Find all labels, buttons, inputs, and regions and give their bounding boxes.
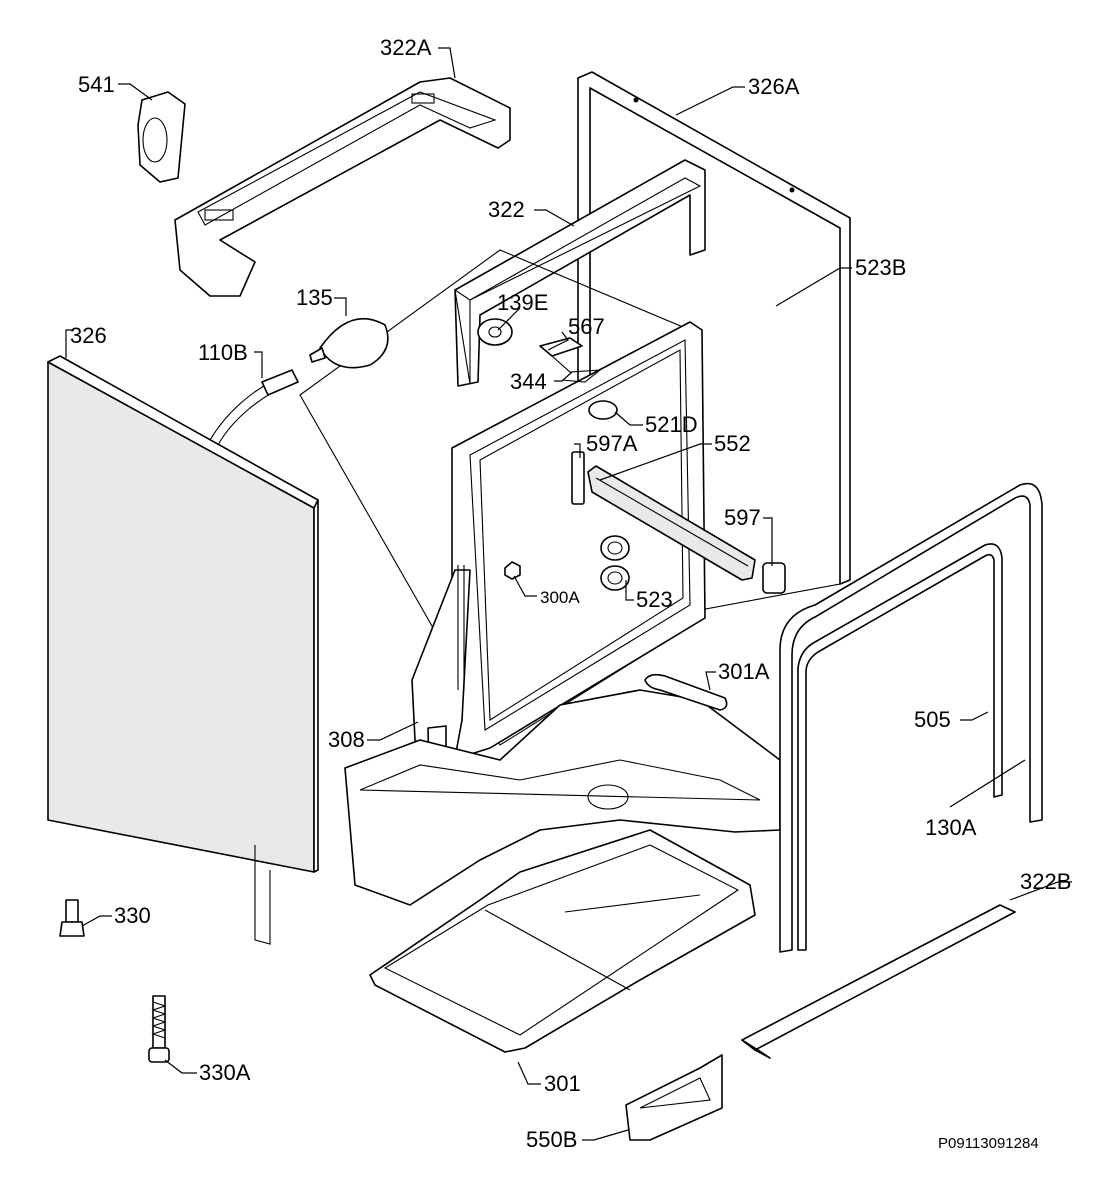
screw-330 [59,899,85,937]
callout-326a: 326A [748,74,800,99]
callout-541: 541 [78,72,115,97]
cover-550b [625,1054,723,1141]
callout-130a: 130A [925,815,977,840]
callout-521d: 521D [645,412,698,437]
callout-301: 301 [544,1071,581,1096]
impeller-139e [477,318,513,346]
callout-550b: 550B [526,1127,577,1152]
bracket-301a [644,673,728,711]
callout-labels: 541 322A 326A 322 523B 135 139E 567 326 … [70,35,1071,1152]
hose-110b [209,369,299,446]
callout-344: 344 [510,369,547,394]
cap-521d [588,400,618,420]
callout-523: 523 [636,587,673,612]
callout-139e: 139E [497,290,548,315]
base-tray-301 [369,829,756,1053]
callout-597: 597 [724,505,761,530]
callout-326: 326 [70,323,107,348]
callout-322: 322 [488,197,525,222]
nozzles-523 [600,535,630,591]
seal-505 [797,543,1003,951]
reference-code: P09113091284 [938,1135,1039,1152]
callout-330: 330 [114,903,151,928]
top-frame-322a [174,77,511,297]
inner-frame-322 [454,159,706,387]
callout-322a: 322A [380,35,432,60]
crossbar-552 [587,465,756,581]
callout-308: 308 [328,727,365,752]
nut-300a [504,561,521,580]
callout-110b: 110B [198,340,248,365]
leader-lines [65,47,1072,1141]
clip-597a [571,451,585,505]
callout-135: 135 [296,285,333,310]
float-135 [309,317,389,369]
callout-330a: 330A [199,1060,251,1085]
clip-541 [137,91,186,183]
callout-300a: 300A [540,588,580,607]
callout-301a: 301A [718,659,770,684]
callout-597a: 597A [586,431,638,456]
screw-330a [148,995,170,1063]
side-panel-326 [47,355,319,945]
clip-597 [762,562,786,594]
callout-322b: 322B [1020,869,1071,894]
bracket-567 [539,337,583,357]
spring-344 [551,355,602,383]
callout-567: 567 [568,314,605,339]
seal-130a [779,482,1043,953]
callout-552: 552 [714,431,751,456]
strip-322b [741,904,1016,1059]
callout-523b: 523B [855,255,906,280]
callout-505: 505 [914,707,951,732]
